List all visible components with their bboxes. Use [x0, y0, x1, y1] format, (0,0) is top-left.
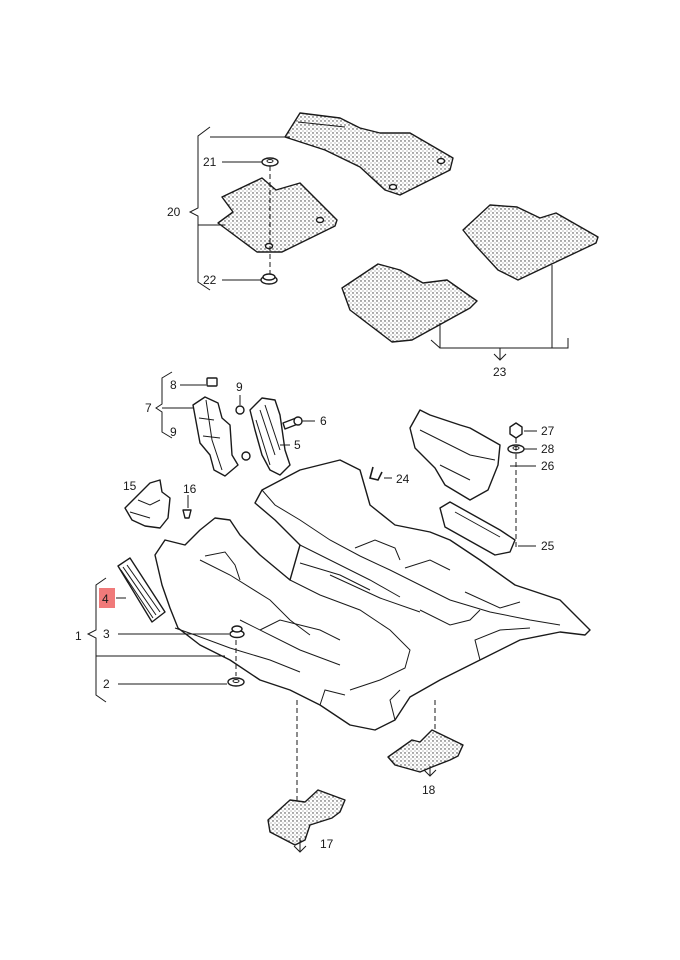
insulation-pad-17	[267, 789, 346, 846]
callout-26: 26	[541, 459, 555, 473]
callout-5: 5	[294, 438, 301, 452]
retainer-clip-22	[260, 273, 278, 285]
callout-15: 15	[123, 479, 137, 493]
callout-22: 22	[203, 273, 217, 287]
callout-1: 1	[75, 629, 82, 643]
rear-mat-left	[341, 263, 478, 343]
callout-20: 20	[167, 205, 181, 219]
trim-panel-right	[249, 397, 291, 476]
screw-6	[282, 416, 303, 430]
bracket-25	[439, 501, 516, 556]
callout-9a: 9	[170, 425, 177, 439]
trim-panel-left	[192, 396, 239, 477]
callout-16: 16	[183, 482, 197, 496]
callout-17: 17	[320, 837, 334, 851]
floor-carpet	[154, 459, 591, 731]
callout-4: 4	[102, 592, 109, 606]
callout-6: 6	[320, 414, 327, 428]
retainer-clip-21	[261, 157, 279, 167]
callout-7: 7	[145, 401, 152, 415]
callout-9b: 9	[236, 380, 243, 394]
callout-18: 18	[422, 783, 436, 797]
floor-mat-insert-4	[117, 557, 166, 623]
grommet-3	[229, 625, 245, 639]
sound-insulation-15	[124, 479, 171, 529]
rear-mat-right	[462, 204, 599, 281]
screw-9-lower	[241, 451, 251, 461]
front-mat-lower	[217, 177, 338, 253]
callout-28: 28	[541, 442, 555, 456]
screw-9	[235, 395, 245, 415]
clip-16	[182, 509, 192, 519]
front-mat-upper	[284, 112, 454, 196]
callout-24: 24	[396, 472, 410, 486]
callout-2: 2	[103, 677, 110, 691]
callout-23: 23	[493, 365, 507, 379]
grommet-2	[227, 677, 245, 687]
callout-25: 25	[541, 539, 555, 553]
clip-8	[206, 377, 218, 387]
callout-3: 3	[103, 627, 110, 641]
bracket-26	[409, 409, 501, 501]
callout-21: 21	[203, 155, 217, 169]
callout-8: 8	[170, 378, 177, 392]
hook-24	[369, 466, 383, 481]
insulation-pad-18	[387, 729, 464, 773]
nut-27	[509, 422, 523, 439]
callout-27: 27	[541, 424, 555, 438]
callout-4-highlight	[99, 588, 115, 608]
